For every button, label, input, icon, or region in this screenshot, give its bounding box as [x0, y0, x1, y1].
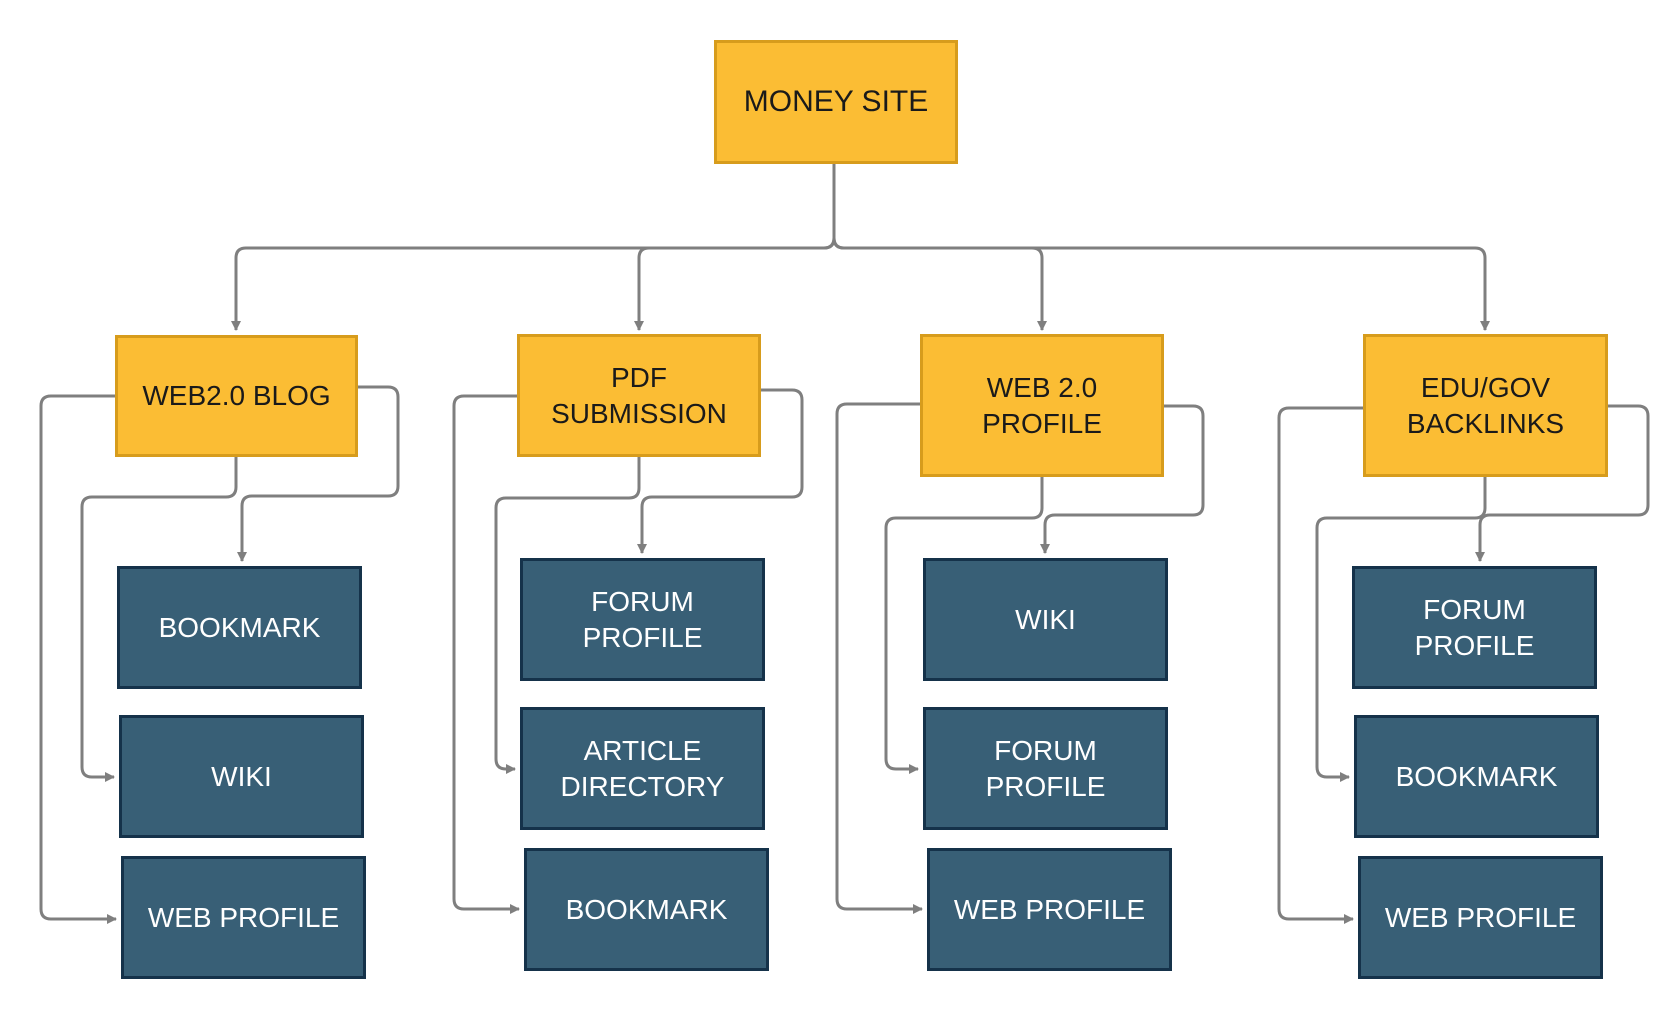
child-node-bookmark[interactable]: BOOKMARK: [117, 566, 362, 689]
child-node-forum-profile[interactable]: FORUM PROFILE: [1352, 566, 1597, 689]
connector-b3-bottom-to-forum: [884, 477, 1044, 774]
child-node-label: BOOKMARK: [565, 893, 728, 925]
child-node-web-profile[interactable]: WEB PROFILE: [121, 856, 366, 979]
branch-node-label: WEB 2.0 PROFILE: [982, 371, 1102, 439]
child-node-web-profile[interactable]: WEB PROFILE: [1358, 856, 1603, 979]
child-node-bookmark[interactable]: BOOKMARK: [524, 848, 769, 971]
connector-b4-right-to-forum: [1475, 404, 1650, 562]
child-node-wiki[interactable]: WIKI: [119, 715, 364, 838]
branch-node-label: WEB2.0 BLOG: [142, 380, 331, 411]
root-node-label: MONEY SITE: [743, 85, 929, 118]
branch-node-label: PDF SUBMISSION: [551, 361, 727, 429]
connector-b1-bottom-to-wiki: [80, 457, 238, 782]
child-node-label: ARTICLE DIRECTORY: [560, 734, 725, 802]
child-node-label: FORUM PROFILE: [985, 734, 1106, 802]
child-node-label: BOOKMARK: [158, 611, 321, 643]
connector-b1-left-to-webprofile: [39, 394, 117, 924]
connector-b2-right-to-forum: [637, 388, 804, 554]
connector-b3-left-to-webprofile: [835, 402, 923, 914]
child-node-label: WEB PROFILE: [953, 893, 1146, 925]
connector-b1-right-to-bookmark: [237, 385, 400, 562]
child-node-bookmark[interactable]: BOOKMARK: [1354, 715, 1599, 838]
child-node-label: BOOKMARK: [1395, 760, 1558, 792]
connector-root-to-branch-4: [832, 237, 1490, 331]
child-node-article-directory[interactable]: ARTICLE DIRECTORY: [520, 707, 765, 830]
child-node-label: WIKI: [1015, 603, 1076, 635]
child-node-forum-profile[interactable]: FORUM PROFILE: [923, 707, 1168, 830]
child-node-wiki[interactable]: WIKI: [923, 558, 1168, 681]
child-node-label: WEB PROFILE: [1384, 901, 1577, 933]
child-node-label: WEB PROFILE: [147, 901, 340, 933]
connector-b3-right-to-wiki: [1040, 404, 1205, 554]
child-node-web-profile[interactable]: WEB PROFILE: [927, 848, 1172, 971]
branch-node-edu-gov-backlinks[interactable]: EDU/GOV BACKLINKS: [1363, 334, 1608, 477]
child-node-label: WIKI: [211, 760, 272, 792]
child-node-forum-profile[interactable]: FORUM PROFILE: [520, 558, 765, 681]
connector-b4-bottom-to-bookmark: [1315, 477, 1487, 782]
connector-root-to-branch-2: [634, 237, 836, 331]
connector-b2-left-to-bookmark: [452, 394, 520, 914]
root-node-money-site[interactable]: MONEY SITE: [714, 40, 958, 164]
branch-node-label: EDU/GOV BACKLINKS: [1406, 371, 1565, 439]
connector-b2-bottom-to-article: [494, 457, 641, 774]
child-node-label: FORUM PROFILE: [1414, 593, 1535, 661]
connector-root-to-branch-3: [832, 237, 1047, 331]
branch-node-pdf-submission[interactable]: PDF SUBMISSION: [517, 334, 761, 457]
branch-node-web20-blog[interactable]: WEB2.0 BLOG: [115, 335, 358, 457]
connector-b4-left-to-webprofile: [1277, 406, 1363, 924]
child-node-label: FORUM PROFILE: [582, 585, 703, 653]
branch-node-web20-profile[interactable]: WEB 2.0 PROFILE: [920, 334, 1164, 477]
